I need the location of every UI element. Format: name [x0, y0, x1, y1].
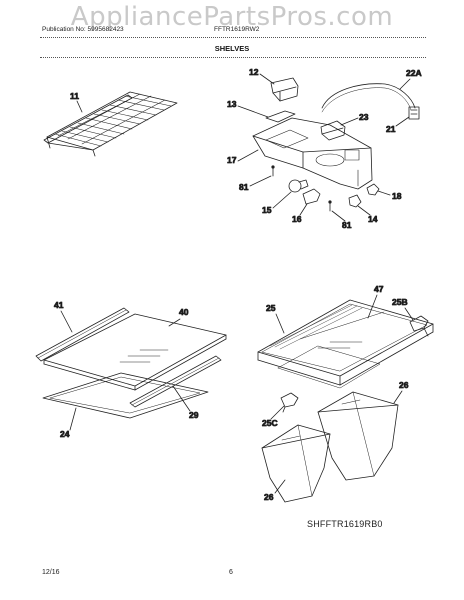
callout-25: 25 [266, 303, 276, 313]
publication-number: Publication No: 5995682423 [42, 26, 124, 33]
callout-26-right: 26 [399, 380, 409, 390]
header-rule-bottom [40, 57, 426, 58]
model-number: FFTR1619RW2 [214, 26, 260, 33]
crisper-assembly [257, 299, 434, 503]
callout-17: 17 [227, 155, 237, 165]
callout-14: 14 [368, 214, 378, 224]
callout-41: 41 [54, 300, 64, 310]
callout-81-left: 81 [239, 182, 249, 192]
callout-13: 13 [227, 99, 237, 109]
callout-24: 24 [60, 429, 70, 439]
wire-shelf-11 [43, 91, 178, 157]
callout-40: 40 [179, 307, 189, 317]
diagram-code: SHFFTR1619RB0 [307, 519, 383, 529]
callout-47: 47 [374, 284, 384, 294]
callout-22a: 22A [406, 68, 422, 78]
callout-29: 29 [189, 410, 199, 420]
callout-12: 12 [249, 67, 259, 77]
callout-16: 16 [292, 214, 302, 224]
header-rule-top [40, 37, 426, 38]
callout-25b: 25B [392, 297, 408, 307]
page-number: 6 [229, 569, 233, 576]
callout-81-right: 81 [342, 220, 352, 230]
callout-18: 18 [392, 191, 402, 201]
section-title: SHELVES [214, 44, 250, 53]
footer-date: 12/16 [42, 569, 60, 576]
glass-shelf-assembly [35, 307, 227, 419]
callout-11: 11 [70, 91, 79, 101]
callout-15: 15 [262, 205, 272, 215]
callout-26-left: 26 [264, 492, 274, 502]
callout-21: 21 [386, 124, 396, 134]
light-housing-assembly [252, 77, 420, 212]
callout-23: 23 [359, 112, 369, 122]
watermark-text: AppliancePartsPros.com [70, 2, 394, 32]
callout-25c: 25C [262, 418, 278, 428]
